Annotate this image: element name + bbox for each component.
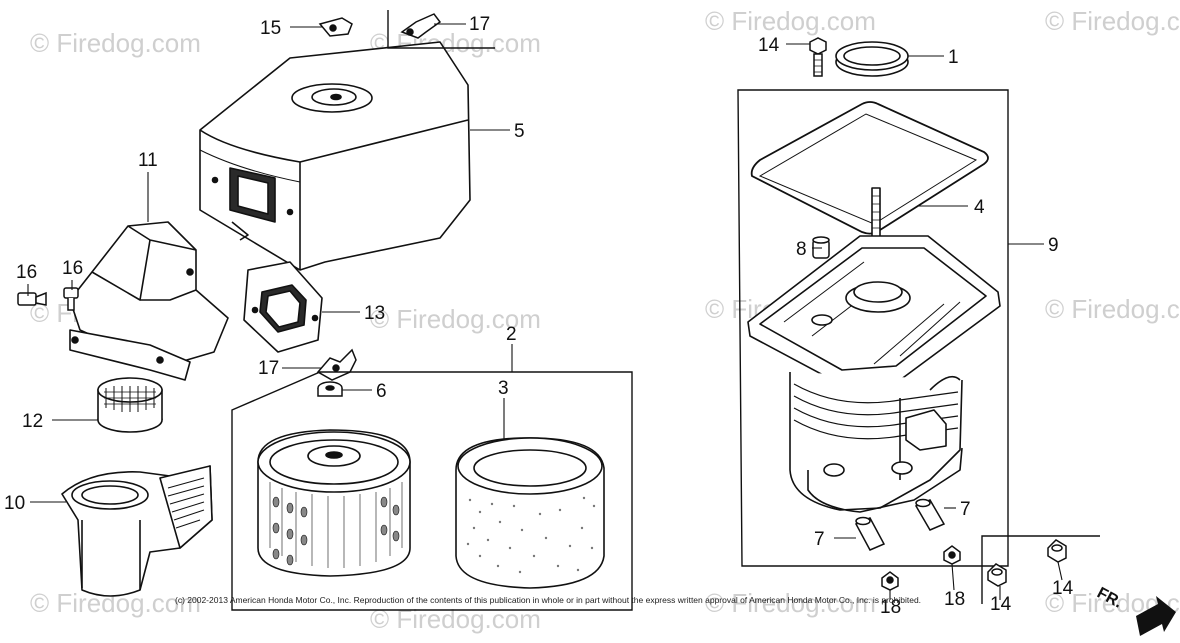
nut-18-left <box>881 571 899 591</box>
tube-7-lower <box>854 516 886 551</box>
callout-18: 18 <box>880 597 901 618</box>
element-group-bracket <box>231 371 633 611</box>
nut-14-right <box>1047 539 1067 563</box>
callout-14: 14 <box>758 35 780 56</box>
watermark: © Firedog.com <box>705 6 876 36</box>
elbow-housing <box>69 221 229 381</box>
air-cleaner-cover <box>199 41 471 271</box>
paper-element-2 <box>257 429 411 577</box>
bolt-14-top <box>809 37 827 77</box>
case-10 <box>61 465 213 597</box>
seal-ring-1 <box>835 41 909 77</box>
bracket-line <box>387 10 495 49</box>
callout-10: 10 <box>4 493 25 514</box>
callout-3: 3 <box>498 378 509 399</box>
callout-1: 1 <box>948 47 959 68</box>
collar-8 <box>812 236 830 259</box>
foam-element-3 <box>455 437 605 589</box>
callout-8: 8 <box>796 239 807 260</box>
watermark: © Firedog.com <box>370 604 541 634</box>
filter-element-12 <box>97 377 163 433</box>
nut-6 <box>317 381 343 397</box>
clip-part-15 <box>318 17 353 37</box>
bolt-16-left <box>17 291 47 306</box>
assembly-bracket <box>737 89 1009 567</box>
nut-14-left <box>987 563 1007 587</box>
callout-2: 2 <box>506 324 517 345</box>
callout-9: 9 <box>1048 235 1059 256</box>
callout-17: 17 <box>469 14 490 35</box>
callout-4: 4 <box>974 197 985 218</box>
watermark: © Firedog.com <box>705 588 876 618</box>
callout-18: 18 <box>944 589 965 610</box>
bolt-16-right <box>63 287 79 311</box>
watermark: © Firedog.com <box>30 28 201 58</box>
callout-14: 14 <box>1052 578 1074 599</box>
gasket-4 <box>750 101 989 235</box>
leader-lines <box>27 23 1063 600</box>
watermark: © Firedog.com <box>1045 6 1180 36</box>
callout-numbers: 15 17 5 11 16 16 13 17 6 2 3 12 10 14 1 … <box>4 14 1074 618</box>
watermark: © Firedog.com <box>370 304 541 334</box>
callout-13: 13 <box>364 303 385 324</box>
wing-nut-17 <box>316 348 357 381</box>
nut-18-right <box>943 545 961 565</box>
callout-12: 12 <box>22 411 43 432</box>
tube-7-upper <box>914 498 946 531</box>
callout-5: 5 <box>514 121 525 142</box>
callout-11: 11 <box>138 150 158 171</box>
copyright-notice: (c) 2002-2013 American Honda Motor Co., … <box>175 595 921 605</box>
gasket-13 <box>243 261 323 353</box>
bracket-line-bottom <box>981 535 1100 604</box>
callout-14: 14 <box>990 594 1012 615</box>
callout-6: 6 <box>376 381 387 402</box>
clip-part-17-top <box>400 13 442 39</box>
callout-16: 16 <box>16 262 37 283</box>
callout-7: 7 <box>814 529 825 550</box>
callout-7: 7 <box>960 499 971 520</box>
callout-16: 16 <box>62 258 83 279</box>
elbow-base-9 <box>747 187 1001 513</box>
watermark: © Firedog.com <box>1045 294 1180 324</box>
callout-17: 17 <box>258 358 279 379</box>
callout-15: 15 <box>260 18 281 39</box>
